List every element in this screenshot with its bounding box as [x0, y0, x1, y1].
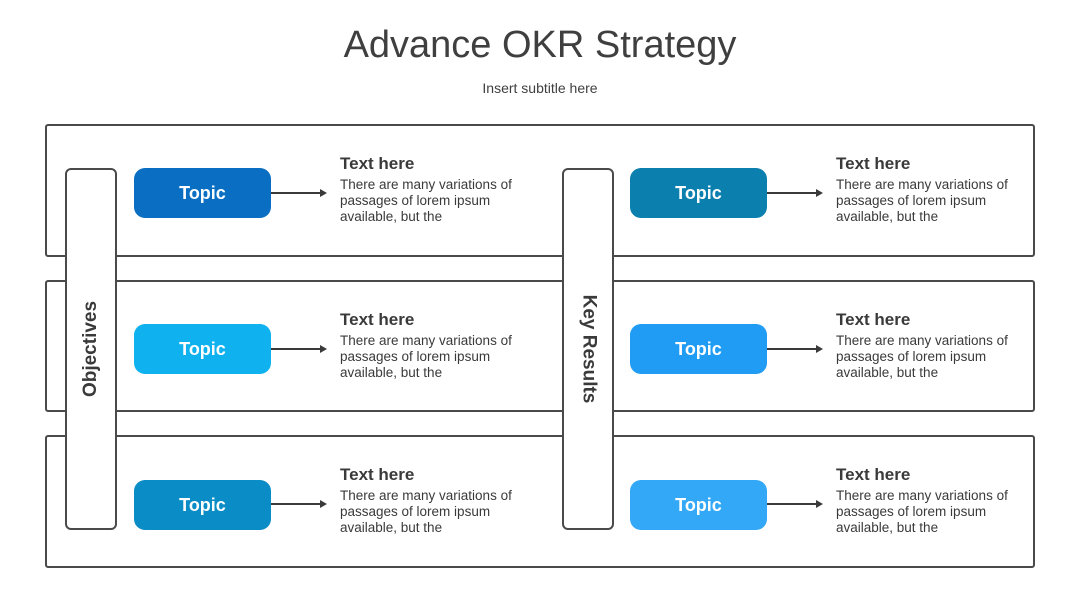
arrow-icon	[767, 187, 823, 199]
text-block: Text here There are many variations of p…	[836, 154, 1016, 225]
topic-box: Topic	[630, 324, 767, 374]
text-heading: Text here	[836, 465, 911, 484]
text-block: Text here There are many variations of p…	[836, 310, 1016, 381]
text-body: There are many variations of passages of…	[836, 488, 1008, 535]
arrow-icon	[767, 498, 823, 510]
text-heading: Text here	[340, 154, 415, 173]
topic-box: Topic	[630, 168, 767, 218]
text-heading: Text here	[340, 465, 415, 484]
page-title: Advance OKR Strategy	[343, 24, 737, 66]
text-body: There are many variations of passages of…	[340, 177, 512, 224]
text-heading: Text here	[836, 310, 911, 329]
text-body: There are many variations of passages of…	[836, 333, 1008, 380]
arrow-icon	[271, 343, 327, 355]
text-heading: Text here	[340, 310, 415, 329]
text-body: There are many variations of passages of…	[836, 177, 1008, 224]
topic-box: Topic	[134, 324, 271, 374]
arrow-icon	[767, 343, 823, 355]
text-block: Text here There are many variations of p…	[340, 310, 520, 381]
text-block: Text here There are many variations of p…	[836, 465, 1016, 536]
topic-box: Topic	[134, 168, 271, 218]
text-heading: Text here	[836, 154, 911, 173]
topic-box: Topic	[630, 480, 767, 530]
text-body: There are many variations of passages of…	[340, 488, 512, 535]
key-results-label: Key Results	[578, 294, 599, 404]
objectives-label: Objectives	[80, 300, 102, 398]
topic-box: Topic	[134, 480, 271, 530]
text-body: There are many variations of passages of…	[340, 333, 512, 380]
text-block: Text here There are many variations of p…	[340, 154, 520, 225]
text-block: Text here There are many variations of p…	[340, 465, 520, 536]
page-subtitle: Insert subtitle here	[482, 80, 598, 96]
arrow-icon	[271, 187, 327, 199]
key-results-column: Key Results	[562, 168, 614, 530]
objectives-column: Objectives	[65, 168, 117, 530]
arrow-icon	[271, 498, 327, 510]
